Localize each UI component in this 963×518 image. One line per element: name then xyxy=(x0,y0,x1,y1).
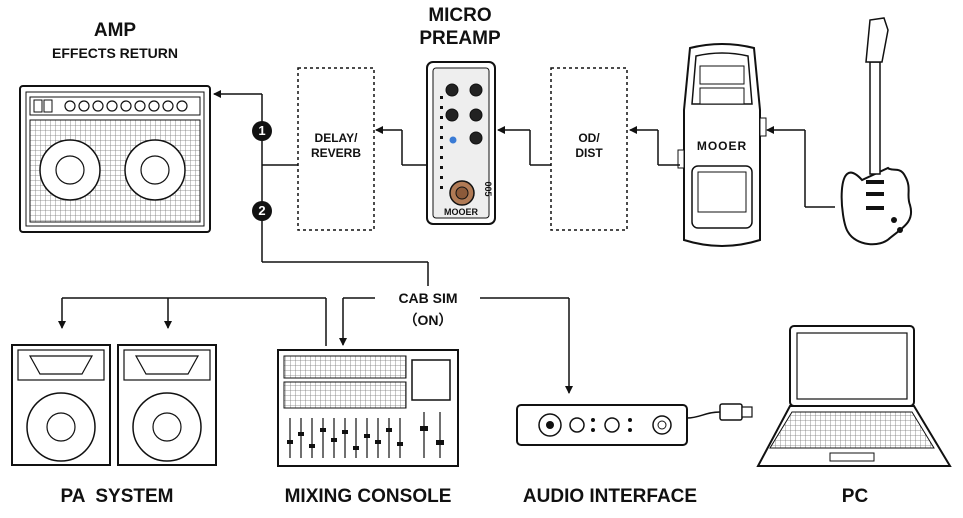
preamp-led-icon xyxy=(449,136,457,144)
od-dist-label-line2: DIST xyxy=(575,146,603,160)
audio-interface-label: AUDIO INTERFACE xyxy=(522,486,698,507)
amp-title: AMP xyxy=(93,20,137,41)
od-dist-label-line1: OD/ xyxy=(578,131,600,145)
audio-interface-icon xyxy=(516,403,753,446)
preamp-model-number: 005 xyxy=(483,181,493,197)
mixing-console-icon xyxy=(277,349,459,467)
micro-preamp-title-line2: PREAMP xyxy=(419,28,501,49)
micro-preamp-icon xyxy=(426,61,496,225)
amp-icon xyxy=(19,85,211,233)
route-marker-2: 2 xyxy=(252,201,272,221)
cab-sim-state: （ON） xyxy=(403,312,453,328)
pa-speaker-right-icon xyxy=(117,344,217,466)
amp-subtitle: EFFECTS RETURN xyxy=(52,45,178,61)
mixing-console-label: MIXING CONSOLE xyxy=(284,486,452,507)
pa-speaker-left-icon xyxy=(11,344,111,466)
delay-reverb-label-line2: REVERB xyxy=(310,146,361,160)
delay-reverb-box xyxy=(297,67,375,231)
electric-guitar-icon xyxy=(840,17,913,246)
preamp-brand: MOOER xyxy=(443,207,478,217)
micro-preamp-title-line1: MICRO xyxy=(428,5,492,26)
cab-sim-label: CAB SIM xyxy=(398,290,458,306)
route-marker-1: 1 xyxy=(252,121,272,141)
od-dist-box xyxy=(550,67,628,231)
delay-reverb-label-line1: DELAY/ xyxy=(314,131,358,145)
pa-system-label: PA SYSTEM xyxy=(60,486,174,507)
pc-label: PC xyxy=(841,486,869,507)
laptop-pc-icon xyxy=(756,325,952,467)
mooer-pedal-brand: MOOER xyxy=(696,139,748,153)
mooer-pedal-icon xyxy=(677,43,767,247)
